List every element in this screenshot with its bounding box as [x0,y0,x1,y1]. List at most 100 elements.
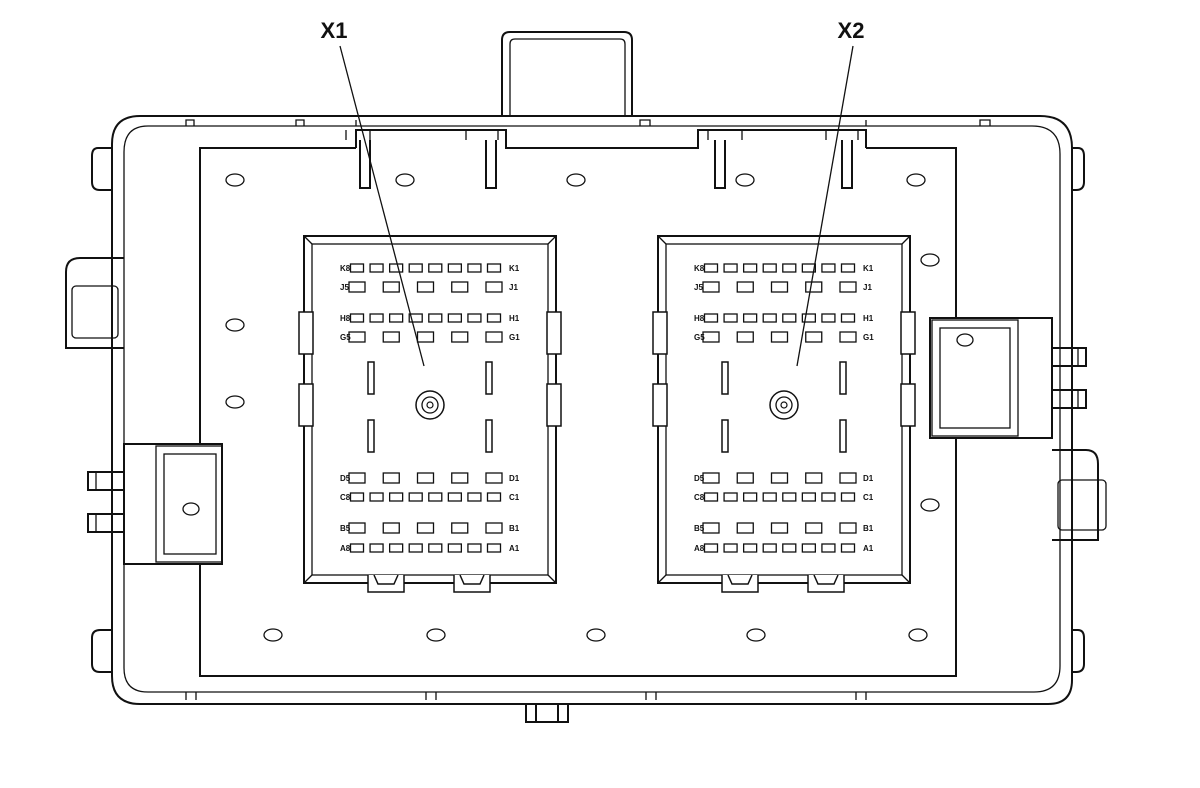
pin-row-label-left: H8 [340,314,351,323]
pin-cavity [348,331,366,343]
pin-cavity [702,472,720,484]
pin-row-label-right: D1 [509,474,520,483]
pin-cavity [485,522,503,534]
pin-cavity [416,331,435,343]
pin-cavity [388,313,404,323]
pin-cavity [805,472,823,484]
pin-cavity [451,472,469,484]
pin-row-label-left: D5 [694,474,705,483]
pin-cavity [839,281,857,293]
pin-cavity [428,492,443,502]
connector-center-post-inner [775,396,793,414]
pin-cavity [805,331,823,343]
connector-side-latch [546,311,562,355]
pin-cavity [416,522,435,534]
pin-row-label-right: K1 [863,264,874,273]
connector-key-slot [485,419,493,453]
pin-cavity [447,263,463,273]
pin-cavity [485,472,503,484]
callout-x1-label: X1 [321,18,348,43]
pin-row-label-left: C8 [694,493,705,502]
pin-cavity [805,281,823,293]
pin-row-label-right: H1 [863,314,874,323]
pin-row-label-right: A1 [509,544,520,553]
pin-cavity [821,492,836,502]
pin-cavity [408,543,423,553]
pin-cavity [349,492,365,502]
pin-cavity [703,263,719,273]
pin-cavity [349,313,365,323]
pin-cavity [770,331,789,343]
pin-row-label-left: J5 [694,283,703,292]
pin-cavity [467,543,482,553]
pin-cavity [742,543,758,553]
pin-cavity [770,281,789,293]
pin-cavity [840,543,856,553]
pin-cavity [782,263,797,273]
pin-cavity [467,263,482,273]
connector-key-slot [367,361,375,395]
bottom-tab [525,704,569,723]
pin-cavity [382,281,400,293]
pin-cavity [451,331,469,343]
pin-cavity [742,313,758,323]
pin-cavity [703,313,719,323]
pin-cavity [736,472,754,484]
pin-cavity [839,522,857,534]
pin-cavity [840,492,856,502]
pin-cavity [736,281,754,293]
connector-side-latch [900,383,916,427]
mounting-holes [225,173,940,642]
pin-cavity [486,543,502,553]
pin-cavity [349,263,365,273]
pin-cavity [801,543,817,553]
pin-row-label-left: D5 [340,474,351,483]
pin-cavity [348,522,366,534]
connector-key-slot [485,361,493,395]
connector-center-post [769,390,799,420]
pin-row-label-left: B5 [340,524,351,533]
pin-row-label-left: J5 [340,283,349,292]
pin-cavity [770,472,789,484]
pin-cavity [723,543,738,553]
pin-cavity [762,543,777,553]
pin-cavity [369,313,384,323]
pin-cavity [467,313,482,323]
pin-cavity [485,281,503,293]
connector-key-slot [367,419,375,453]
connector-center-post-hole [780,401,788,409]
pin-cavity [348,281,366,293]
pin-cavity [486,492,502,502]
pin-cavity [782,313,797,323]
pin-cavity [382,472,400,484]
pin-cavity [416,472,435,484]
pin-cavity [408,263,423,273]
connector-key-slot [721,419,729,453]
connector-lock-tab [367,574,405,593]
pin-cavity [428,313,443,323]
pin-cavity [369,543,384,553]
pin-cavity [388,543,404,553]
pin-cavity [821,313,836,323]
right-upper-latch [929,317,1087,439]
connector-key-slot [839,361,847,395]
pin-cavity [408,492,423,502]
connector-lock-tab [721,574,759,593]
pin-cavity [486,263,502,273]
pin-row-label-right: G1 [509,333,520,342]
pin-cavity [770,522,789,534]
connector-key-slot [839,419,847,453]
connector-center-post-hole [426,401,434,409]
connector-side-latch [652,383,668,427]
pin-row-label-left: H8 [694,314,705,323]
pin-cavity [428,263,443,273]
pin-row-label-left: A8 [340,544,351,553]
connector-bevel [303,235,557,584]
pin-cavity [840,313,856,323]
pin-row-label-left: B5 [694,524,705,533]
connector-center-post [415,390,445,420]
pin-cavity [801,492,817,502]
connector-bevel [657,235,911,584]
connector-side-latch [652,311,668,355]
pin-cavity [451,281,469,293]
